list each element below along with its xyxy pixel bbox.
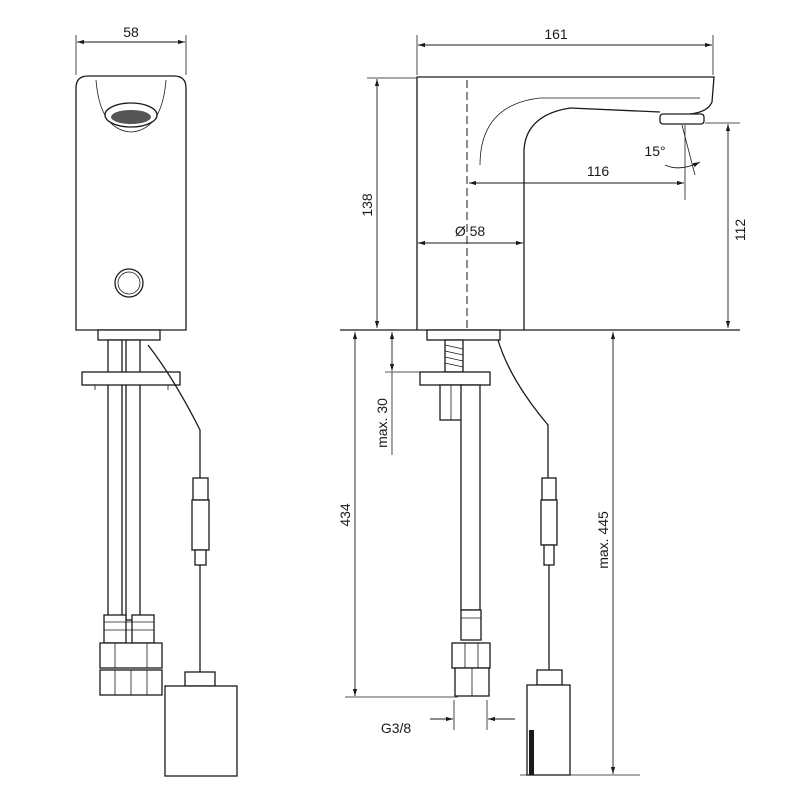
sensor-cable-front xyxy=(147,344,201,480)
front-view: 58 xyxy=(75,24,238,777)
max-thickness-label: max. 30 xyxy=(374,398,390,448)
supply-pipe-side xyxy=(460,384,481,611)
side-view: 161 138 116 15° Ø 58 112 xyxy=(337,26,748,776)
length-label: 161 xyxy=(544,26,568,42)
reach-label: 116 xyxy=(587,163,610,179)
sensor-window xyxy=(114,268,144,298)
control-box-side xyxy=(526,684,571,776)
spout-height-label: 112 xyxy=(732,219,748,242)
max-length-label: max. 445 xyxy=(595,511,611,569)
control-box-front xyxy=(164,685,238,777)
pipe-length-label: 434 xyxy=(337,503,353,527)
thread-label: G3/8 xyxy=(381,720,412,736)
fittings-front xyxy=(99,614,163,696)
faucet-body-side xyxy=(416,76,715,330)
mounting-bracket xyxy=(81,371,181,386)
sensor-cable-side xyxy=(497,339,549,480)
angle-label: 15° xyxy=(644,143,665,159)
fittings-side xyxy=(451,609,491,697)
faucet-body-front xyxy=(75,75,187,331)
height-label: 138 xyxy=(359,193,375,217)
width-label: 58 xyxy=(123,24,139,40)
mounting-nut xyxy=(419,371,491,386)
spout-nozzle xyxy=(659,113,705,125)
diameter-label: Ø 58 xyxy=(455,223,486,239)
